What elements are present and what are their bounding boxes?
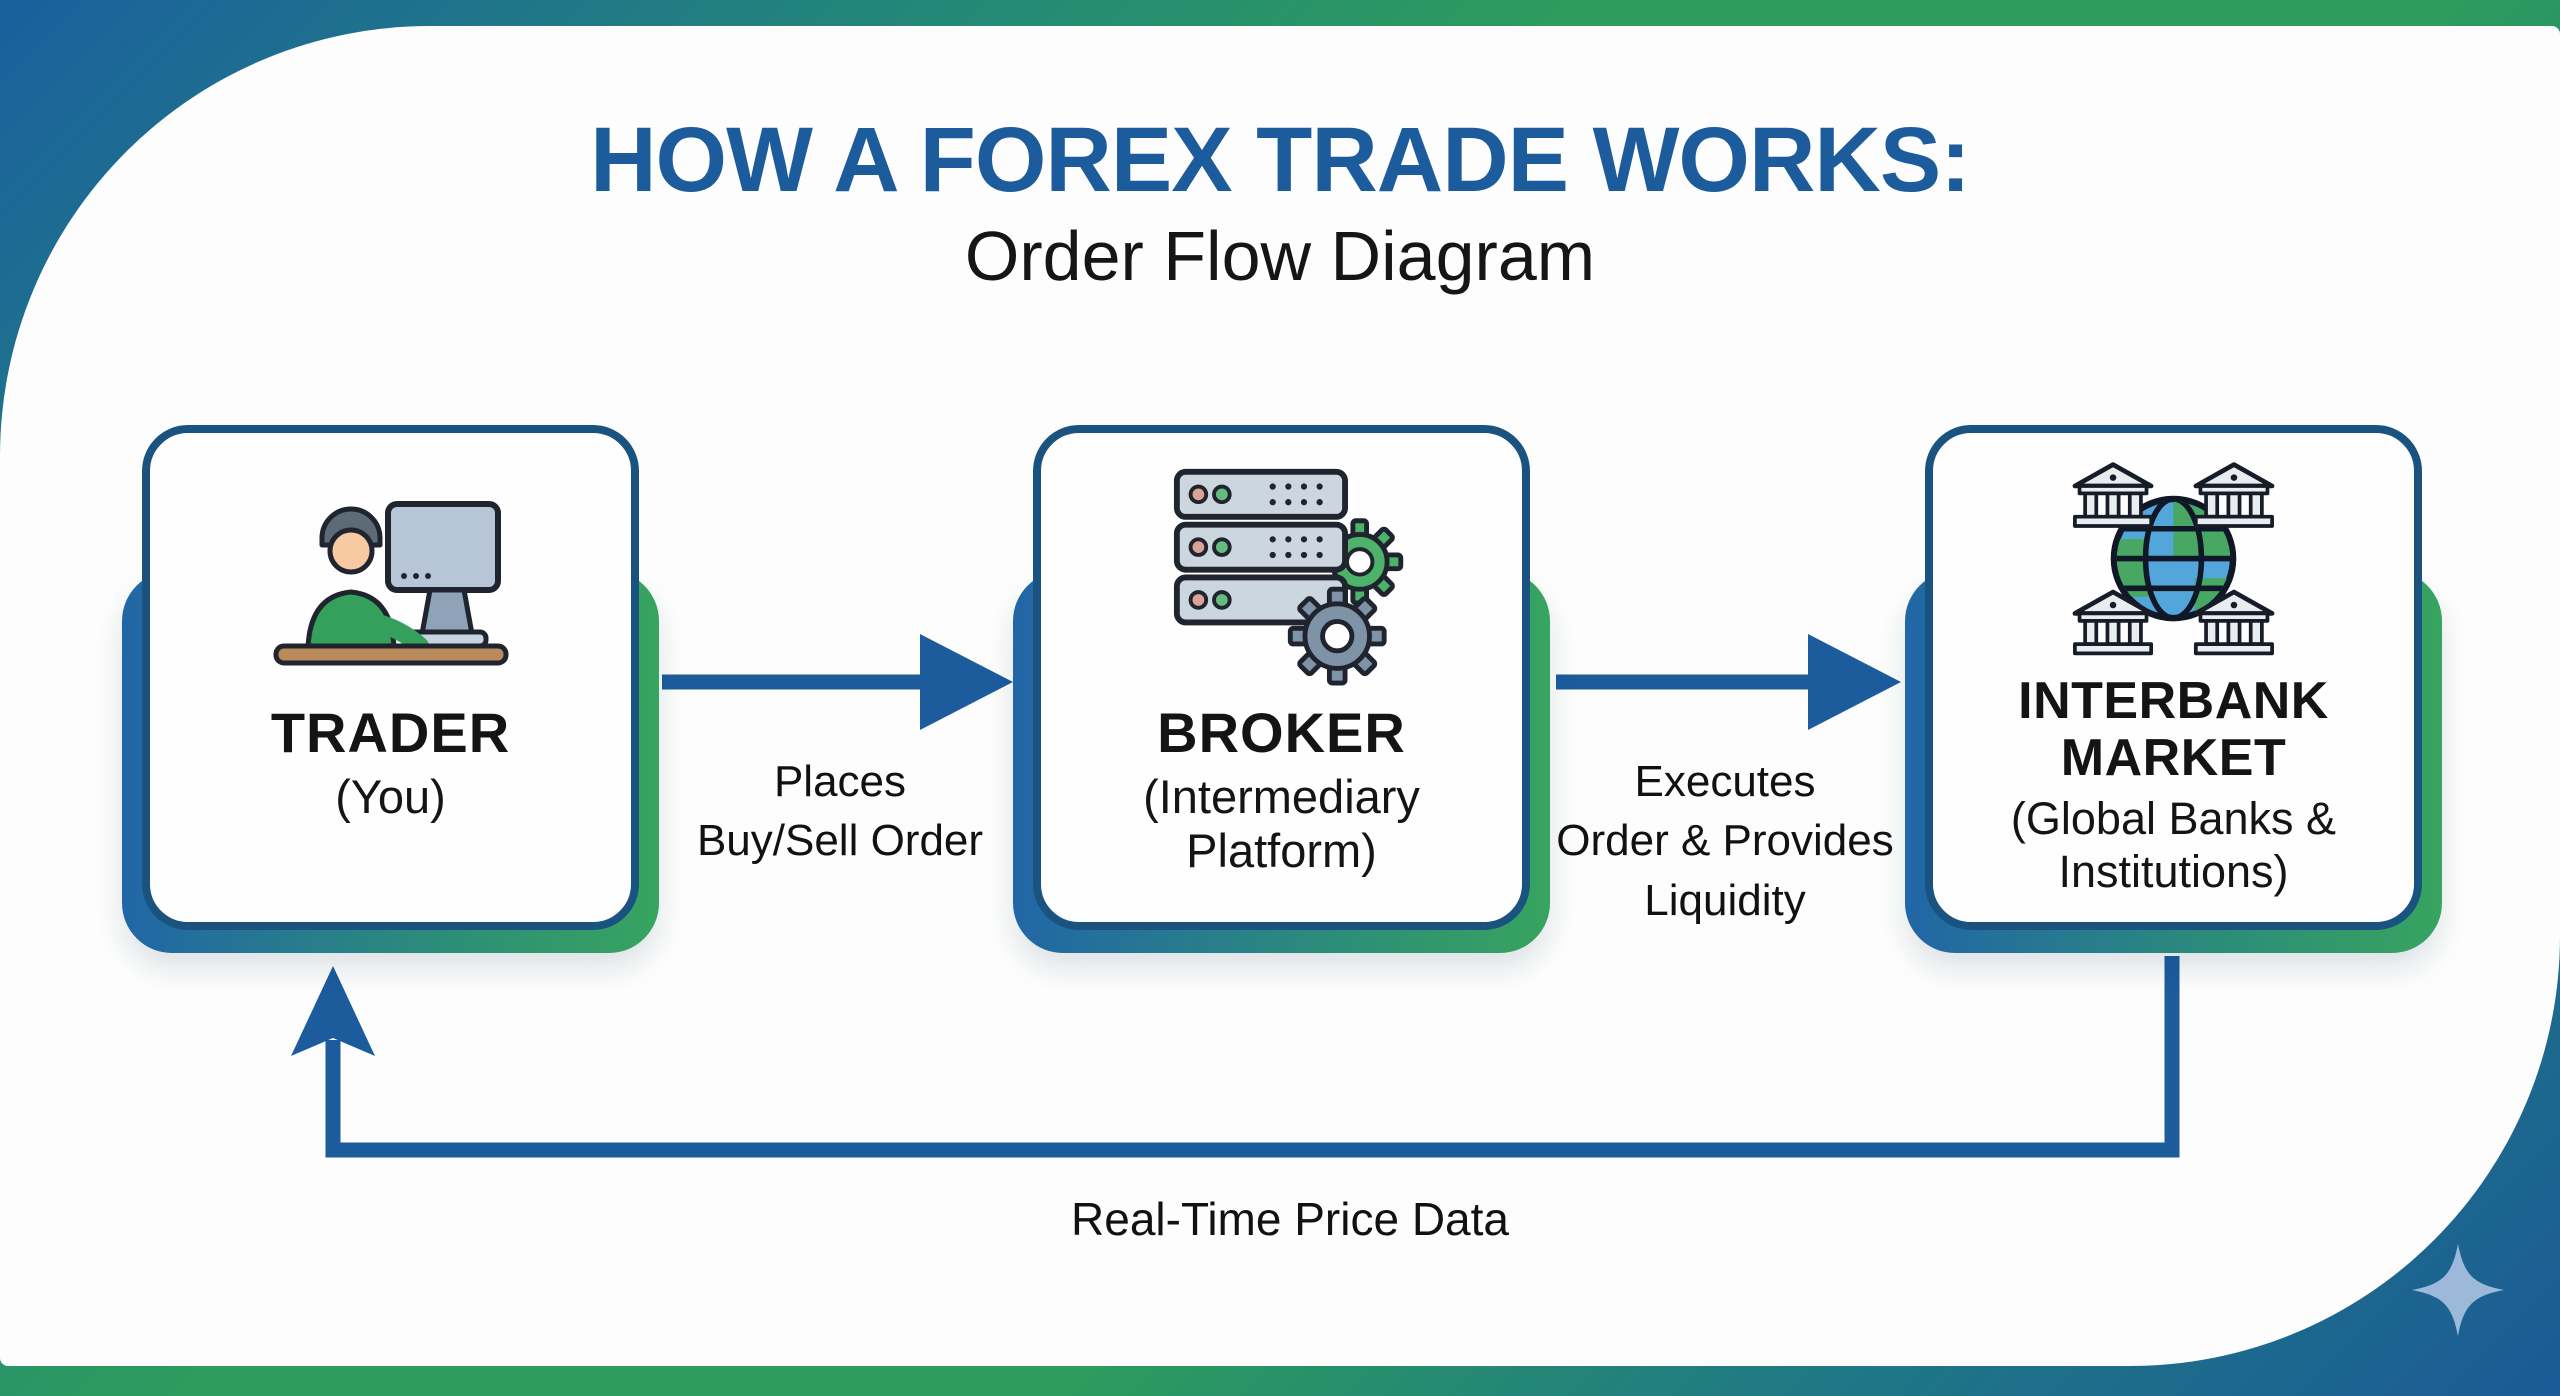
node-broker: BROKER (Intermediary Platform) [1013, 425, 1550, 953]
node-broker-card: BROKER (Intermediary Platform) [1033, 425, 1530, 930]
server-stack-gears-icon [1159, 468, 1404, 686]
node-trader-card: TRADER (You) [142, 425, 639, 930]
node-subtitle: (Intermediary Platform) [1143, 769, 1420, 878]
node-interbank-card: INTERBANK MARKET (Global Banks & Institu… [1925, 425, 2422, 930]
flow-label-price-data: Real-Time Price Data [1071, 1193, 1509, 1245]
node-trader: TRADER (You) [122, 425, 659, 953]
flow-label-places-order: Places Buy/Sell Order [696, 757, 984, 866]
flow-label-executes-order: Executes Order & Provides Liquidity [1556, 757, 1894, 925]
page-title: HOW A FOREX TRADE WORKS: [590, 109, 1971, 211]
node-interbank: INTERBANK MARKET (Global Banks & Institu… [1905, 425, 2442, 953]
page-subtitle: Order Flow Diagram [964, 217, 1596, 295]
node-title: INTERBANK MARKET [2018, 672, 2329, 788]
node-title: TRADER [270, 701, 511, 764]
trader-at-computer-icon [266, 473, 516, 678]
node-subtitle: (Global Banks & Institutions) [2010, 793, 2337, 897]
sparkle-icon [2411, 1243, 2505, 1337]
node-subtitle: (You) [335, 769, 446, 823]
node-title: BROKER [1157, 701, 1406, 764]
globe-banks-icon [2056, 459, 2291, 659]
